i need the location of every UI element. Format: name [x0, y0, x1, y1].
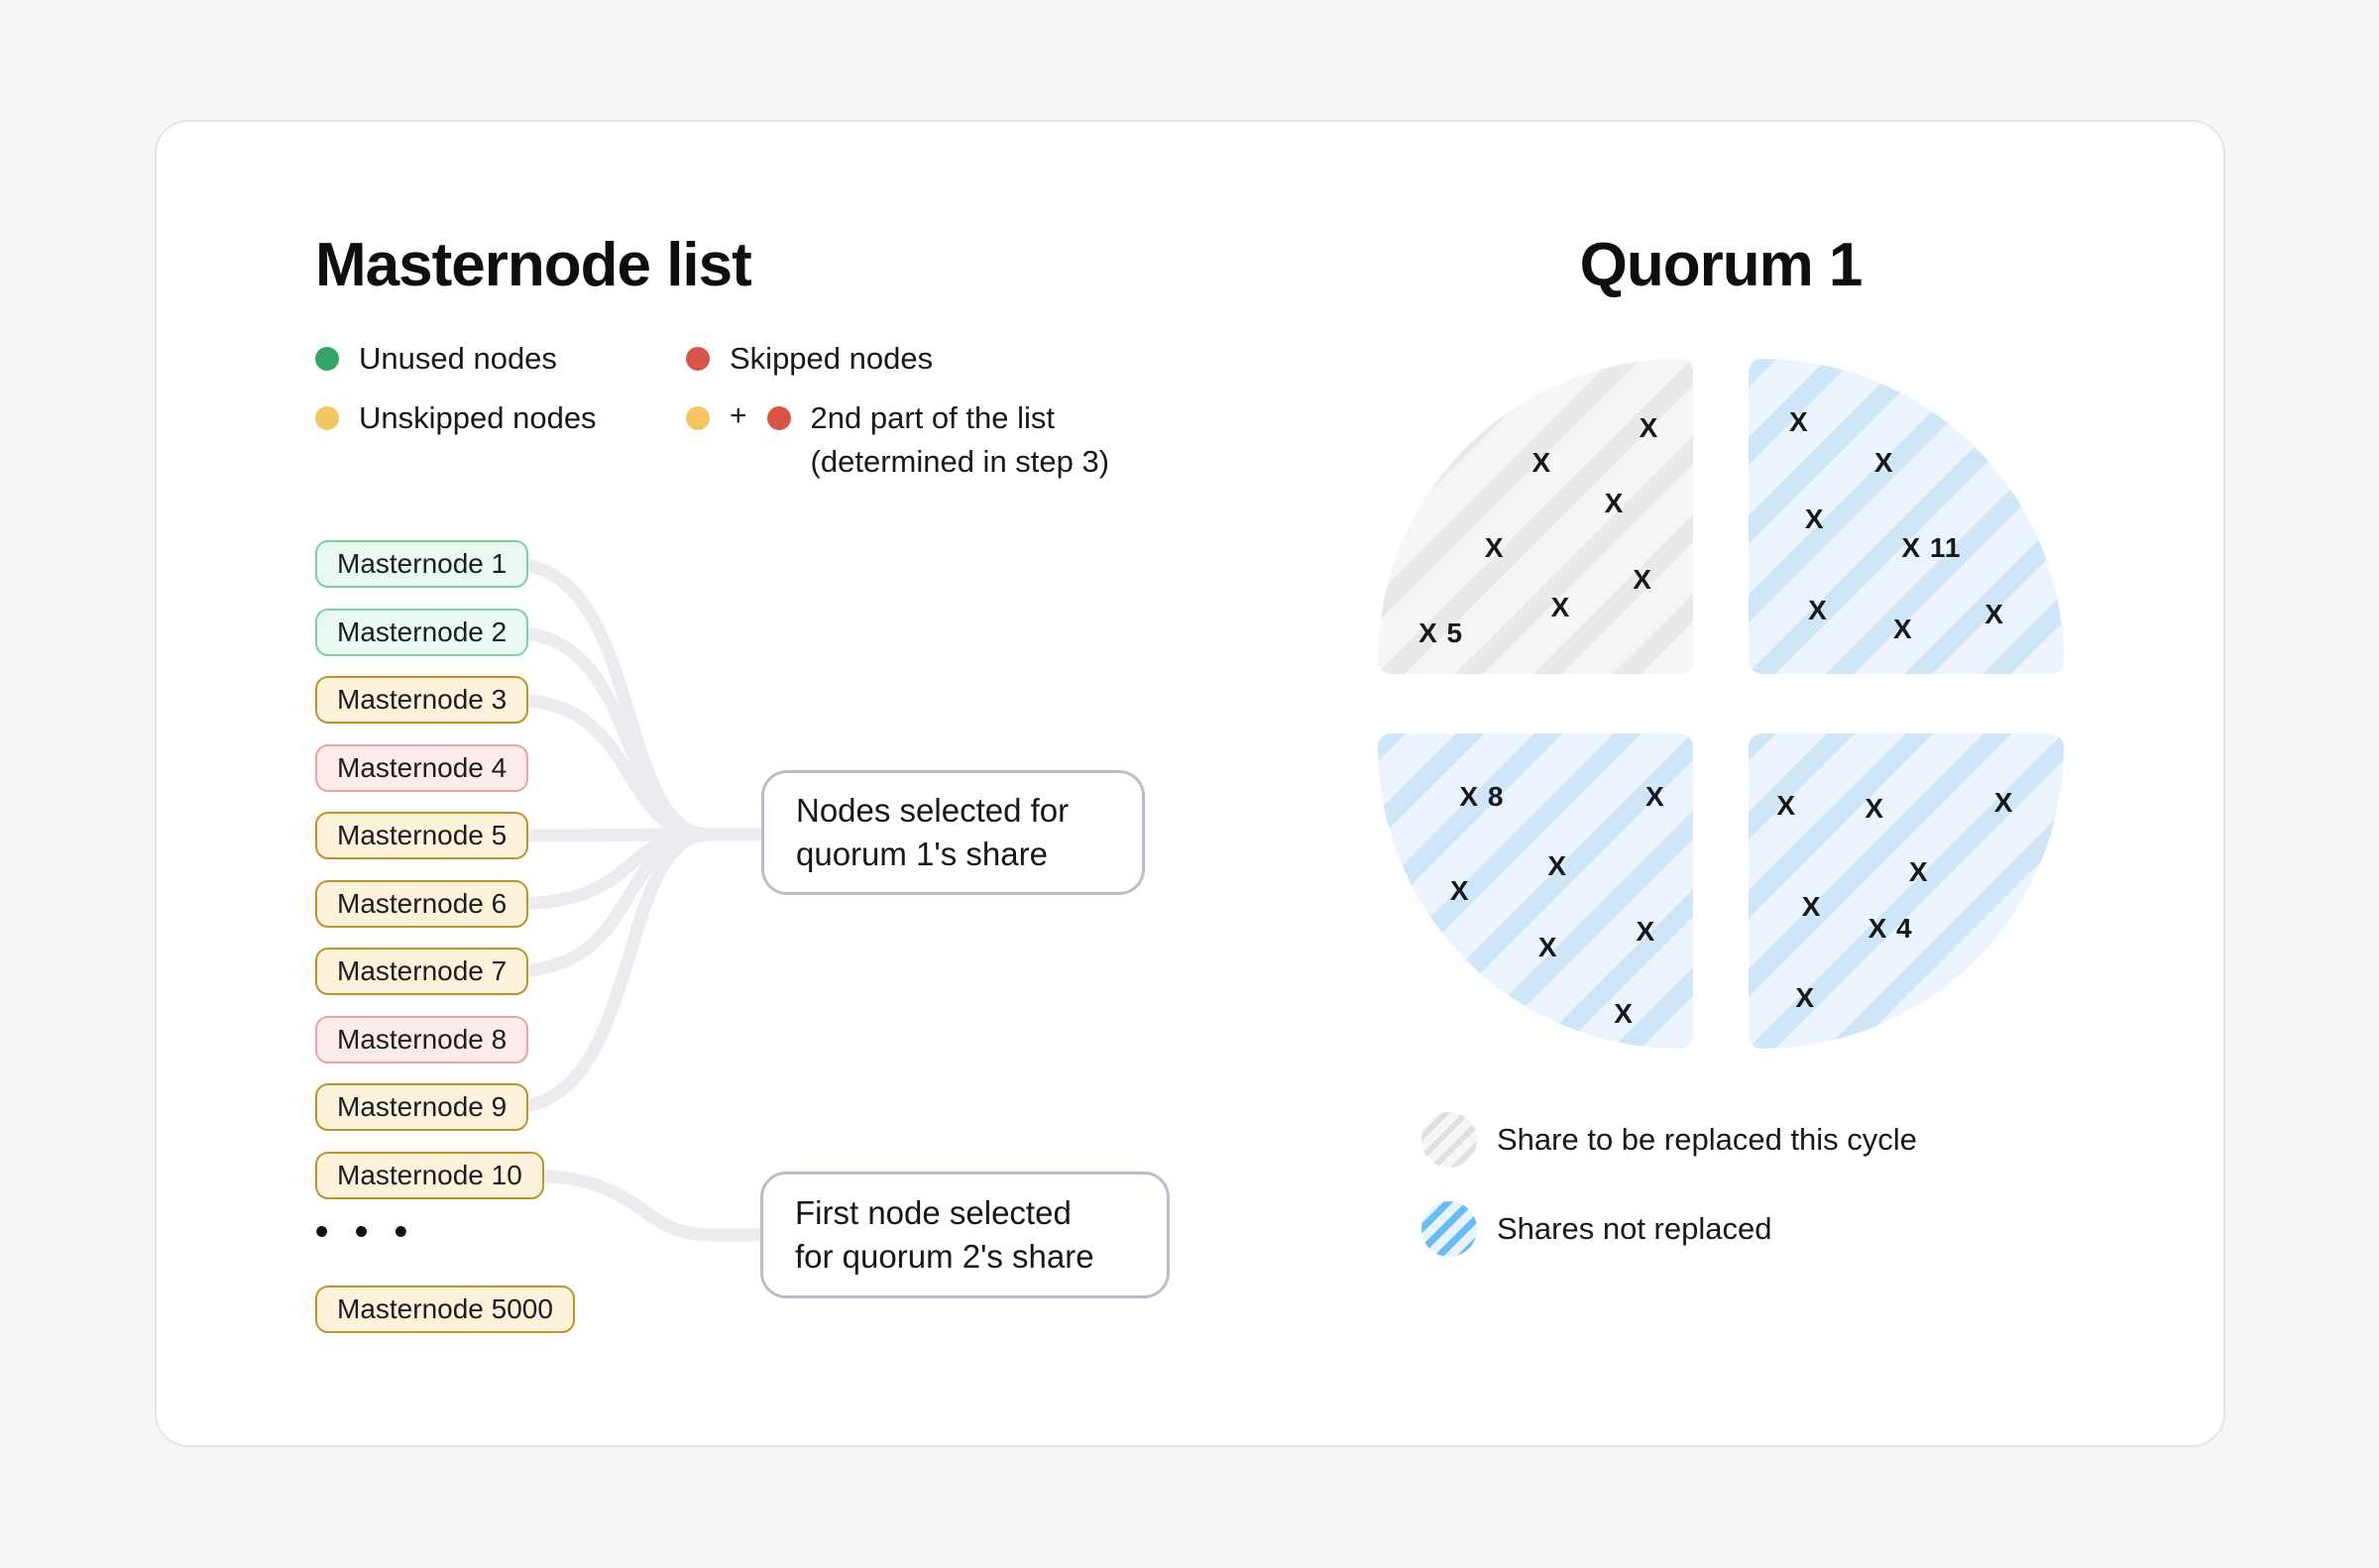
node-mark: X — [1639, 411, 1659, 443]
node-mark: X — [1873, 446, 1894, 478]
callout-quorum1-share: Nodes selected for quorum 1's share — [761, 770, 1145, 895]
list-ellipsis: • • • — [315, 1211, 416, 1253]
masternode-box: Masternode 5 — [315, 812, 529, 859]
legend-item-unskipped: Unskipped nodes — [315, 396, 597, 440]
legend-label-line1: 2nd part of the list — [810, 400, 1055, 435]
node-mark: X — [1804, 504, 1825, 535]
node-mark: X — [1633, 563, 1652, 595]
node-mark: X — [1614, 998, 1634, 1030]
legend-label: 2nd part of the list (determined in step… — [811, 396, 1110, 484]
node-mark: X — [1789, 405, 1809, 437]
pie-legend-label: Shares not replaced — [1497, 1211, 1772, 1246]
node-mark: X — [1795, 982, 1816, 1014]
node-mark: X — [1776, 790, 1796, 822]
node-mark: X — [1808, 595, 1828, 626]
node-mark: X 5 — [1418, 616, 1464, 648]
red-dot-icon — [766, 406, 791, 430]
node-mark: X — [1908, 855, 1929, 887]
masternode-box: Masternode 10 — [315, 1152, 544, 1199]
node-mark: X — [1892, 614, 1913, 645]
node-mark: X 11 — [1901, 531, 1962, 563]
node-mark: X — [1604, 488, 1625, 519]
legend-item-skipped: Skipped nodes — [686, 337, 933, 381]
masternode-list-title: Masternode list — [315, 231, 752, 299]
quorum-quadrant-tl: X X X X X X X 5 — [1378, 359, 1693, 674]
node-mark: X — [1644, 780, 1665, 812]
node-mark: X 8 — [1459, 780, 1505, 812]
legend-label-line2: (determined in step 3) — [810, 444, 1110, 479]
blue-hatch-swatch-icon — [1421, 1201, 1477, 1257]
node-mark: X — [1537, 932, 1558, 963]
quorum-quadrant-tr: X X X X 11 X X X — [1749, 359, 2064, 674]
red-dot-icon — [686, 347, 710, 371]
callout-line: quorum 1's share — [796, 836, 1048, 872]
callout-line: Nodes selected for — [796, 792, 1070, 829]
node-mark: X — [1636, 916, 1656, 948]
green-dot-icon — [315, 347, 339, 371]
node-mark: X 4 — [1868, 913, 1913, 945]
node-mark: X — [1550, 592, 1571, 623]
masternode-box: Masternode 3 — [315, 676, 529, 724]
masternode-box: Masternode 8 — [315, 1016, 529, 1064]
node-mark: X — [1547, 849, 1568, 881]
callout-line: for quorum 2's share — [795, 1238, 1094, 1275]
legend-item-unused: Unused nodes — [315, 337, 557, 381]
node-mark: X — [1993, 786, 2014, 818]
plus-sign: + — [730, 399, 747, 432]
pie-legend-item: Shares not replaced — [1421, 1201, 1771, 1257]
masternode-box: Masternode 6 — [315, 880, 529, 928]
callout-line: First node selected — [795, 1194, 1072, 1231]
yellow-dot-icon — [686, 406, 710, 430]
quorum-quadrant-bl: X 8 X X X X X X — [1378, 733, 1693, 1049]
callout-quorum2-share: First node selected for quorum 2's share — [760, 1172, 1170, 1298]
pie-legend-item: Share to be replaced this cycle — [1421, 1112, 1917, 1168]
node-mark: X — [1865, 793, 1885, 825]
node-mark: X — [1531, 446, 1552, 478]
masternode-box: Masternode 4 — [315, 744, 529, 792]
node-mark: X — [1484, 531, 1505, 563]
node-mark: X — [1449, 875, 1470, 906]
gray-hatch-swatch-icon — [1421, 1112, 1477, 1168]
node-mark: X — [1801, 890, 1822, 922]
node-mark: X — [1984, 598, 2004, 629]
pie-legend-label: Share to be replaced this cycle — [1497, 1122, 1917, 1157]
masternode-box: Masternode 7 — [315, 948, 529, 995]
legend-label: Unskipped nodes — [359, 400, 597, 435]
masternode-box: Masternode 9 — [315, 1083, 529, 1131]
legend-label: Unused nodes — [359, 341, 557, 376]
masternode-box: Masternode 1 — [315, 540, 529, 588]
yellow-dot-icon — [315, 406, 339, 430]
masternode-box: Masternode 5000 — [315, 1286, 575, 1333]
quorum-title: Quorum 1 — [1579, 231, 1864, 299]
legend-label: Skipped nodes — [730, 341, 934, 376]
legend-item-second-part: + 2nd part of the list (determined in st… — [686, 396, 1109, 479]
masternode-box: Masternode 2 — [315, 609, 529, 656]
